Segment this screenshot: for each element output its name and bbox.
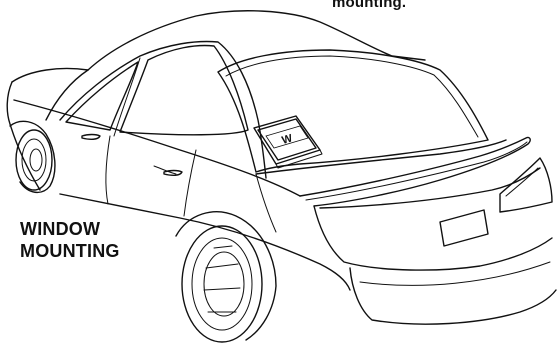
lower-bumper xyxy=(350,268,556,324)
spoiler-edge xyxy=(306,142,527,200)
label-line-1: WINDOW xyxy=(20,218,120,240)
body-side-top xyxy=(12,69,88,83)
rear-bumper xyxy=(314,206,552,270)
license-plate xyxy=(440,210,488,246)
rear-window xyxy=(218,50,488,172)
window-mounting-label: WINDOW MOUNTING xyxy=(20,218,120,262)
top-caption: mounting. xyxy=(332,0,406,11)
front-door-seam xyxy=(106,136,110,204)
label-line-2: MOUNTING xyxy=(20,240,120,262)
side-window-frame xyxy=(60,42,266,178)
front-door-handle xyxy=(82,135,100,140)
rear-door-seam xyxy=(184,150,196,216)
rear-wheel xyxy=(176,212,276,342)
front-wheel xyxy=(10,121,55,192)
